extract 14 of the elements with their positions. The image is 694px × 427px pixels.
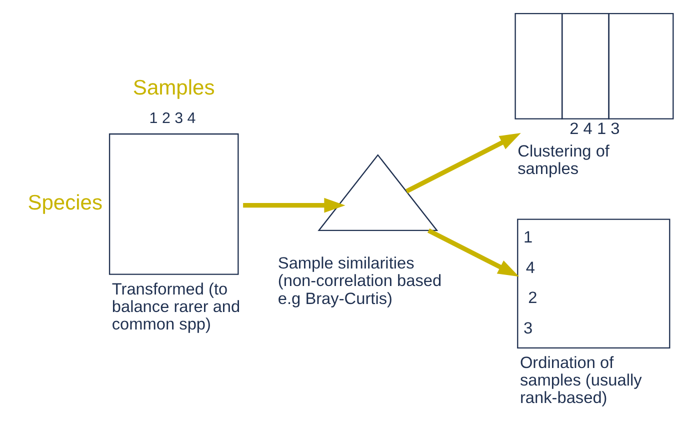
node-label: Transformed (to balance rarer and common spp) bbox=[111, 280, 240, 334]
node-triangle bbox=[317, 154, 438, 232]
node-label: Samples bbox=[132, 76, 214, 100]
node-box: 1 4 2 3 bbox=[516, 218, 670, 349]
node-label: Clustering of samples bbox=[517, 142, 609, 178]
node-label: Species bbox=[27, 191, 102, 214]
arrow bbox=[242, 198, 345, 213]
arrow bbox=[404, 133, 520, 194]
node-label: Ordination of samples (usually rank-based) bbox=[519, 354, 642, 408]
node-box bbox=[108, 133, 238, 275]
arrow bbox=[427, 228, 519, 277]
node-label: 1 2 3 4 bbox=[148, 110, 196, 127]
node-label: Sample similarities (non-correlation based e.g Bray-Curtis) bbox=[277, 254, 442, 308]
node-label: 2 4 1 3 bbox=[569, 120, 620, 138]
